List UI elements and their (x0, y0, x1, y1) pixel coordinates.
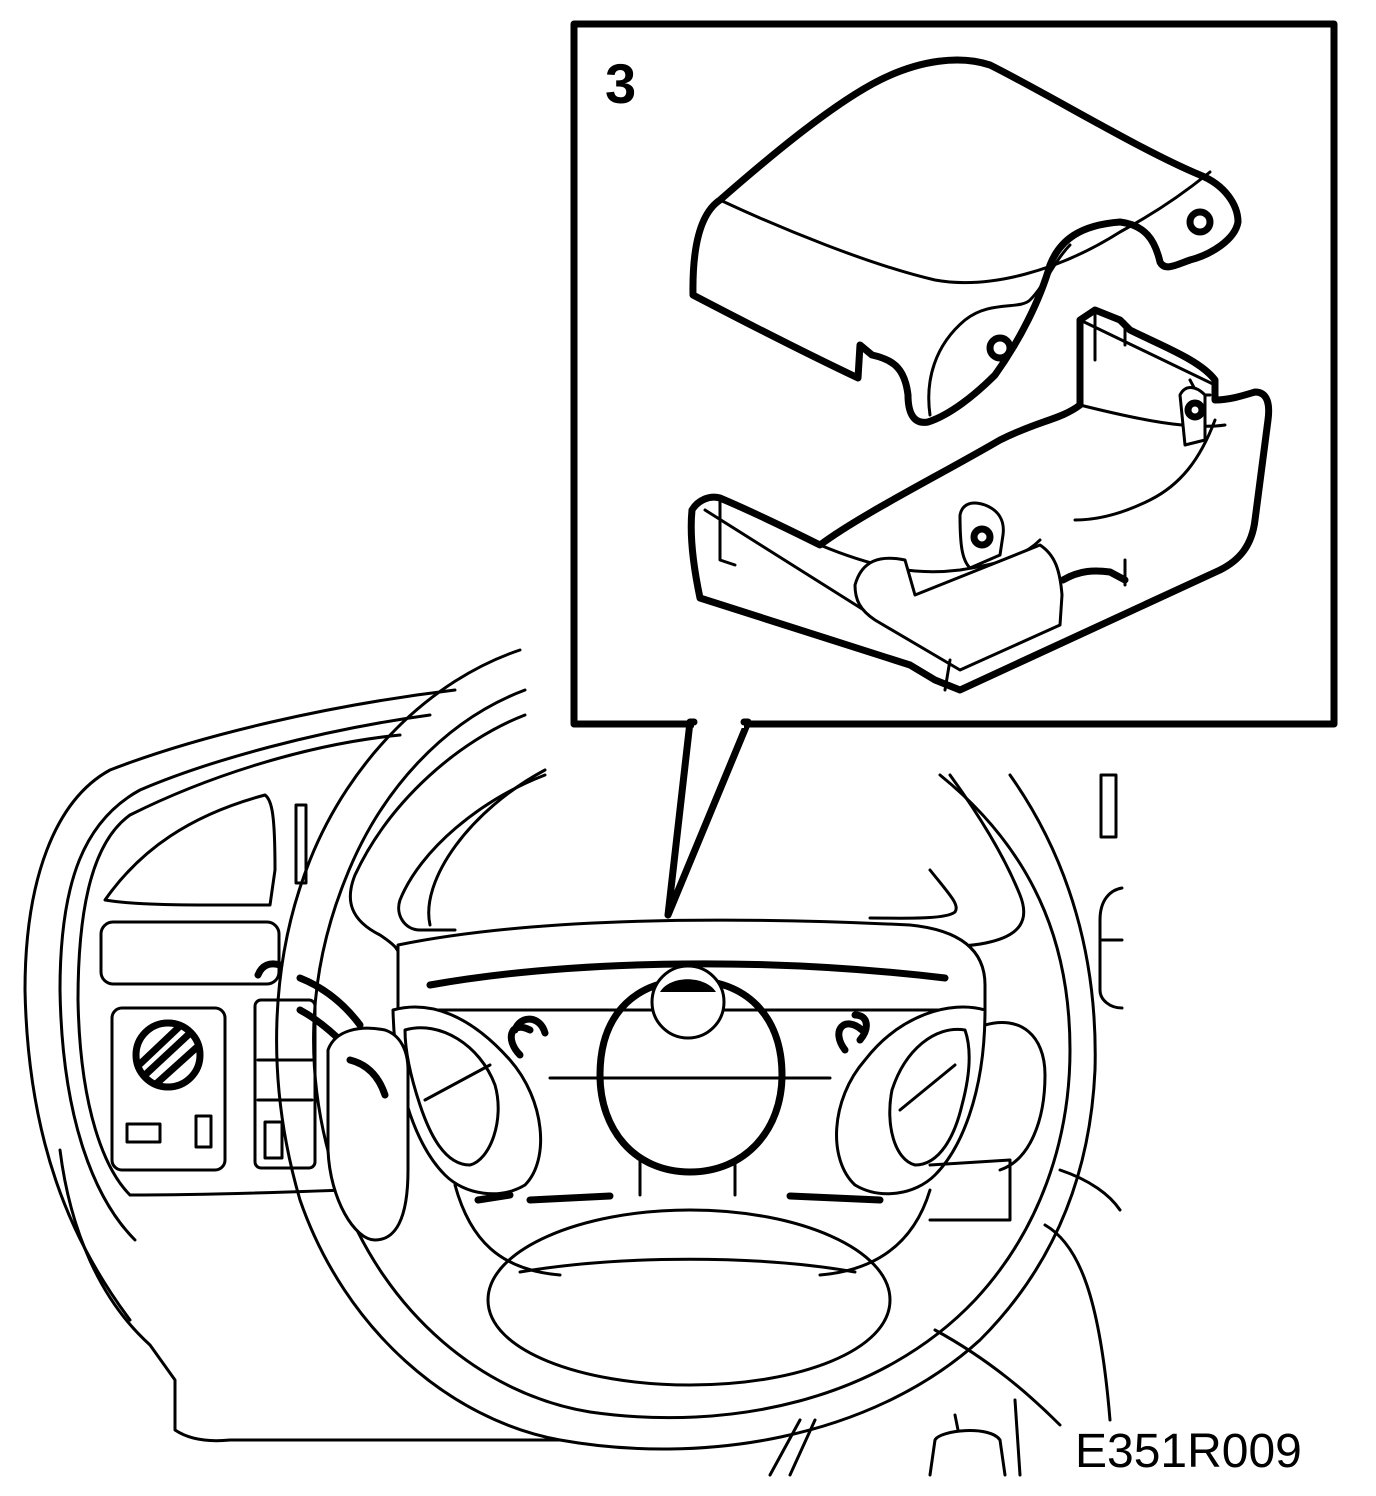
steering-column-lower-cover (687, 306, 1273, 694)
figure-id-label: E351R009 (1075, 1425, 1302, 1478)
steering-column-upper-cover (689, 56, 1242, 426)
callout-number: 3 (605, 52, 637, 115)
steering-wheel (275, 648, 1124, 1477)
